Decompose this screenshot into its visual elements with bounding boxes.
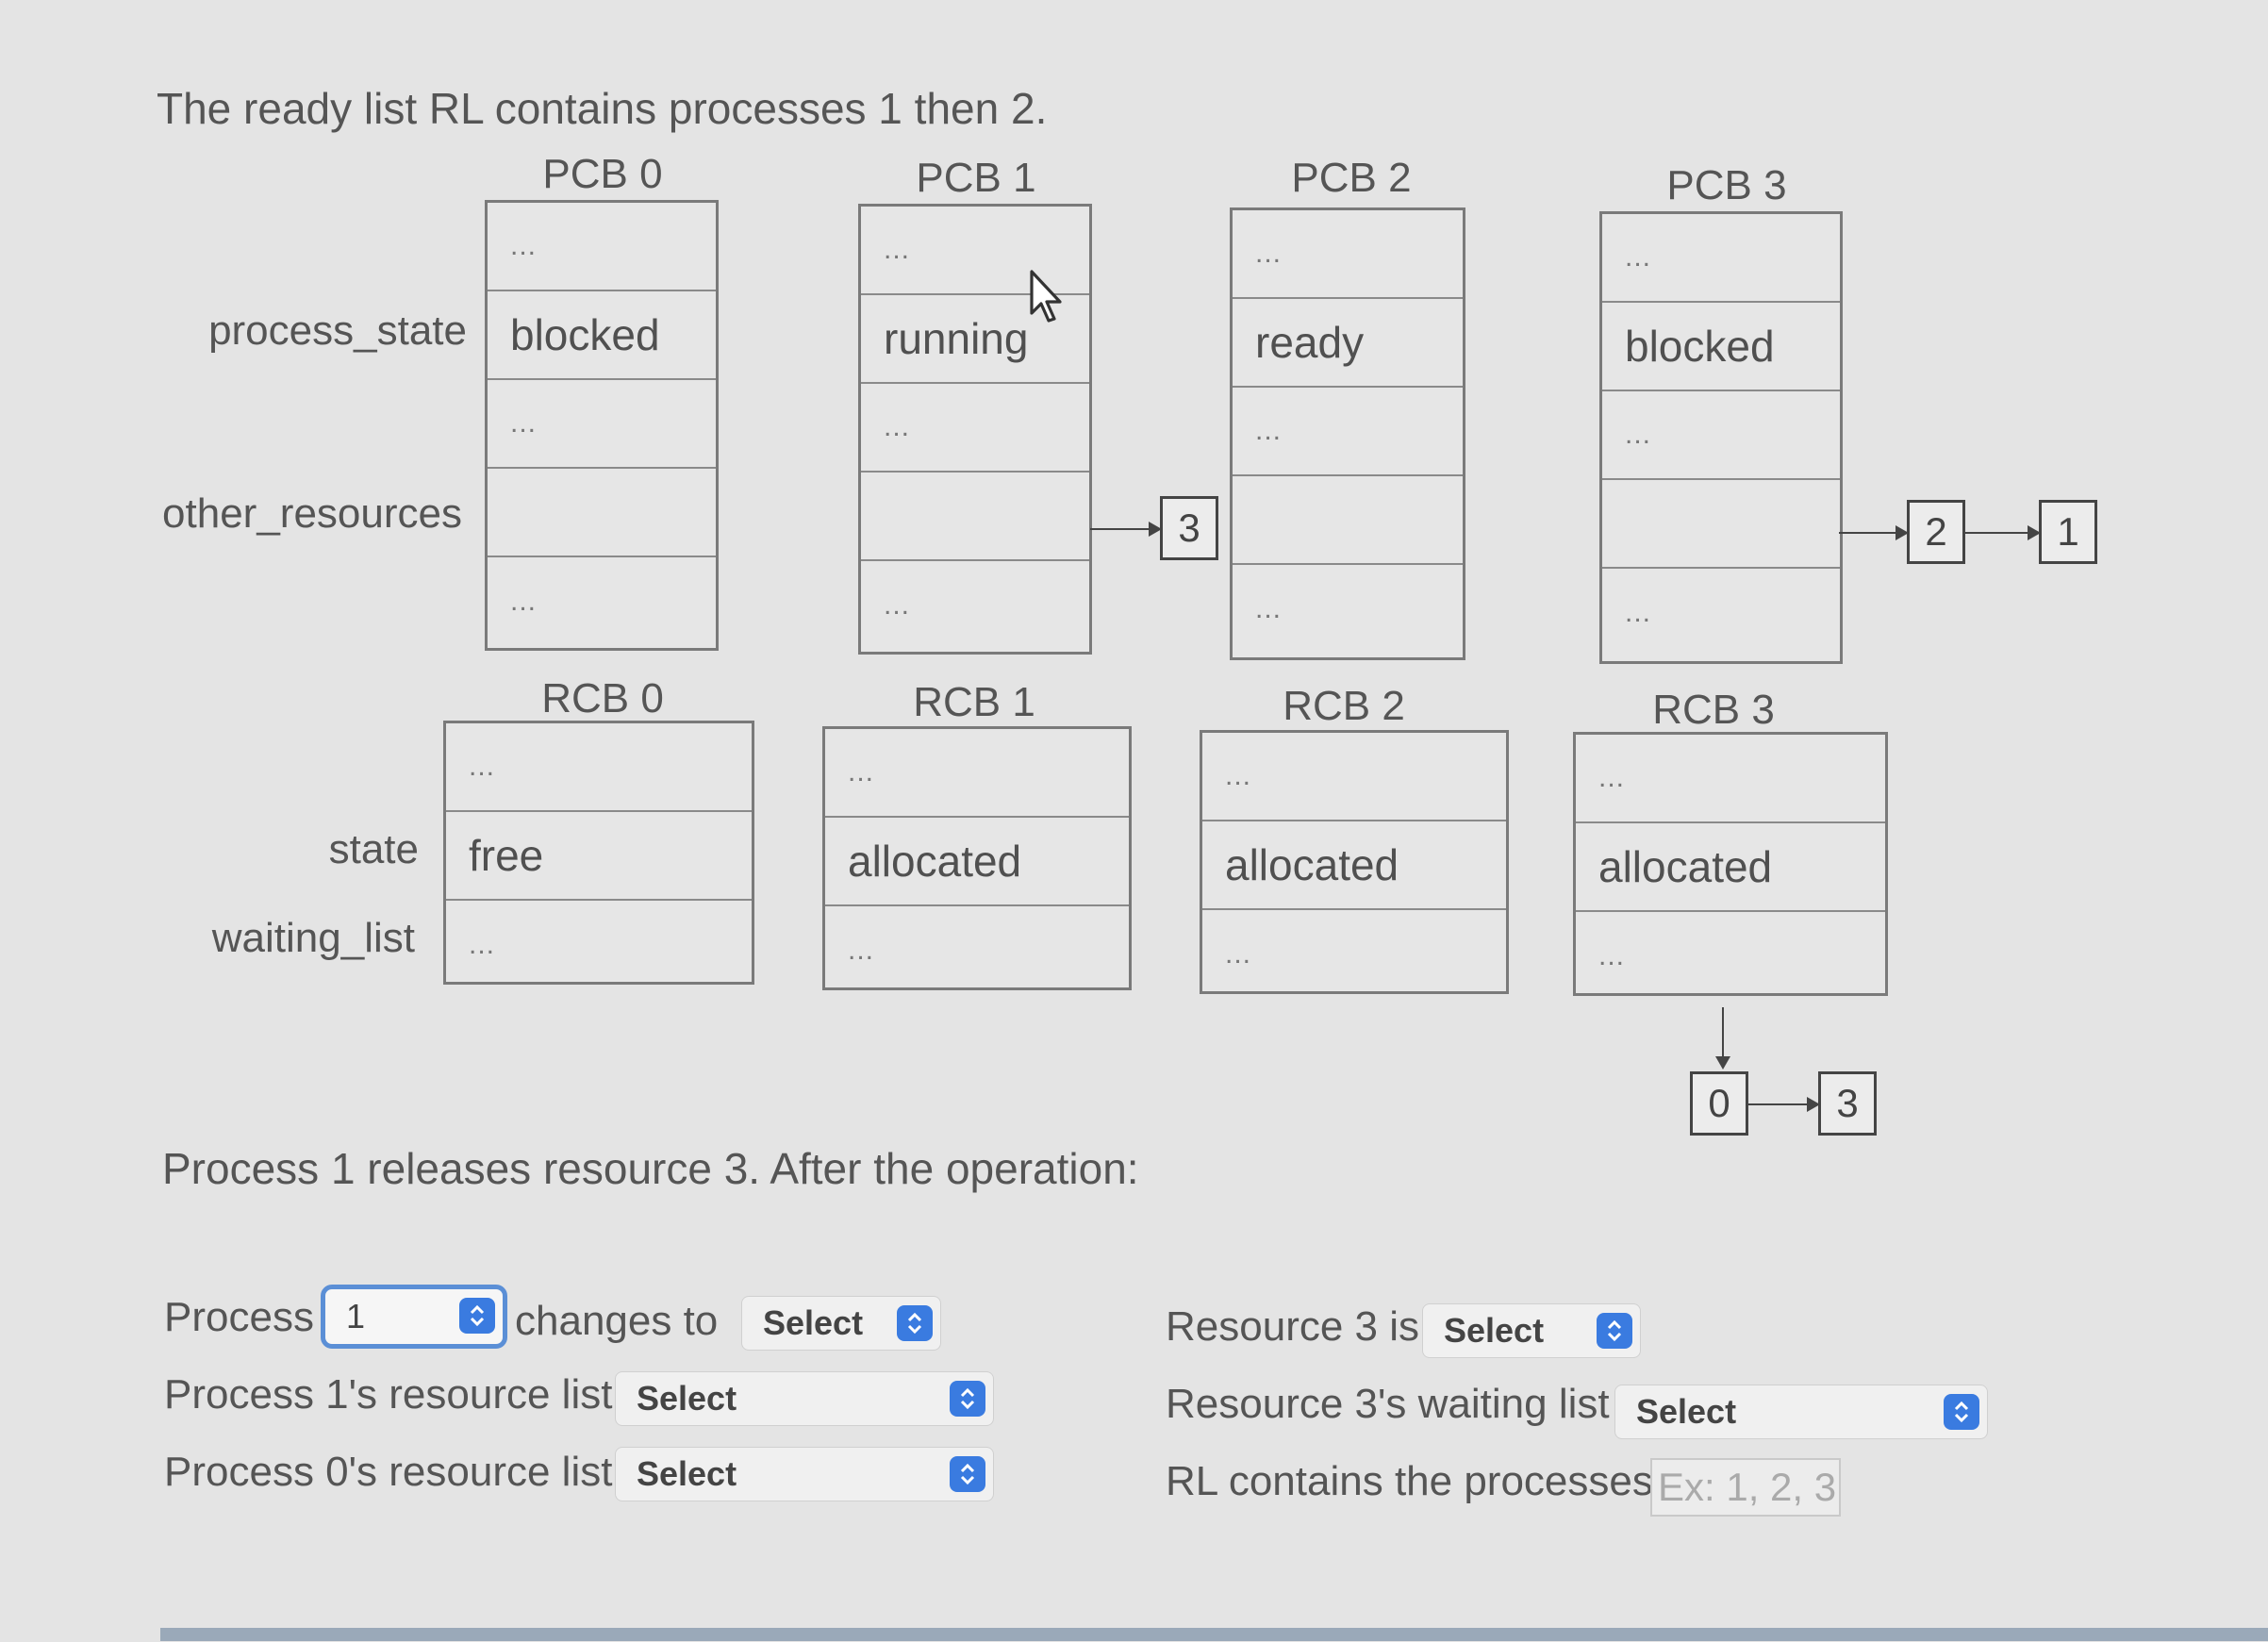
rcb-waiting-list: ... <box>469 929 496 960</box>
pcb-cell: ... <box>1233 210 1463 299</box>
rcb-3-header: RCB 3 <box>1652 687 1775 733</box>
link-arrow <box>1090 522 1162 537</box>
rcb-3: ... allocated ... <box>1573 732 1888 996</box>
pcb-cell: ... <box>488 380 716 469</box>
pcb-1-header: PCB 1 <box>916 155 1036 201</box>
link-arrow <box>1748 1097 1820 1112</box>
up-down-chevron-icon <box>1597 1313 1632 1349</box>
up-down-chevron-icon <box>950 1381 985 1417</box>
pcb-cell: ... <box>488 203 716 291</box>
p0-resource-list-value: Select <box>637 1454 737 1493</box>
rcb-state: allocated <box>1202 821 1506 910</box>
pcb-1: ... running ... ... <box>858 204 1092 655</box>
process-select[interactable]: 1 <box>321 1285 507 1349</box>
p0-resource-list-select[interactable]: Select <box>615 1447 994 1501</box>
pcb-other-resources <box>861 473 1089 561</box>
pcb1-resource-node: 3 <box>1160 496 1218 560</box>
bottom-bar <box>160 1628 2268 1641</box>
operation-text: Process 1 releases resource 3. After the… <box>162 1144 1139 1193</box>
rcb3-waiting-node: 3 <box>1818 1071 1877 1136</box>
rcb-1: ... allocated ... <box>822 726 1132 990</box>
changes-to-select-value: Select <box>763 1303 864 1342</box>
mouse-pointer-icon <box>1028 268 1069 329</box>
pcb-cell: ... <box>1625 597 1652 628</box>
label-waiting-list: waiting_list <box>211 915 415 961</box>
rcb-state: allocated <box>825 818 1129 906</box>
pcb-3-header: PCB 3 <box>1666 162 1787 208</box>
pcb-process-state: ready <box>1233 299 1463 388</box>
p1-resource-list-label: Process 1's resource list <box>164 1371 613 1418</box>
pcb-0: ... blocked ... ... <box>485 200 719 651</box>
pcb3-resource-node: 1 <box>2039 500 2097 564</box>
link-arrow <box>1839 525 1909 540</box>
rl-label: RL contains the processes <box>1166 1458 1653 1504</box>
link-arrow <box>1965 525 2041 540</box>
pcb-other-resources <box>1233 476 1463 565</box>
rcb-state: free <box>446 812 752 901</box>
r3-is-select[interactable]: Select <box>1422 1303 1641 1358</box>
link-arrow-down <box>1715 1007 1730 1070</box>
pcb-cell: ... <box>861 207 1089 295</box>
pcb-cell: ... <box>1255 593 1283 624</box>
p1-resource-list-select[interactable]: Select <box>615 1371 994 1426</box>
r3-waiting-list-select[interactable]: Select <box>1614 1385 1988 1439</box>
p1-resource-list-value: Select <box>637 1379 737 1418</box>
pcb3-resource-node: 2 <box>1907 500 1965 564</box>
rcb-state: allocated <box>1576 823 1885 912</box>
pcb-2: ... ready ... ... <box>1230 207 1465 660</box>
r3-waiting-list-label: Resource 3's waiting list <box>1166 1381 1610 1427</box>
pcb-process-state: blocked <box>488 291 716 380</box>
pcb-cell: ... <box>1602 214 1840 303</box>
rcb-1-header: RCB 1 <box>913 679 1035 725</box>
pcb-process-state: running <box>861 295 1089 384</box>
pcb-process-state: blocked <box>1602 303 1840 391</box>
pcb-cell: ... <box>1233 388 1463 476</box>
rcb-cell: ... <box>446 723 752 812</box>
up-down-chevron-icon <box>950 1456 985 1492</box>
rcb-waiting-list: ... <box>848 935 875 966</box>
label-state: state <box>328 826 419 872</box>
rcb-cell: ... <box>1202 733 1506 821</box>
changes-to-label: changes to <box>515 1298 719 1344</box>
label-other-resources: other_resources <box>162 490 462 537</box>
p0-resource-list-label: Process 0's resource list <box>164 1449 613 1495</box>
rcb-waiting-list: ... <box>1225 938 1252 970</box>
intro-text: The ready list RL contains processes 1 t… <box>157 84 1048 133</box>
rcb-2: ... allocated ... <box>1200 730 1509 994</box>
rcb-2-header: RCB 2 <box>1283 683 1405 729</box>
label-process-state: process_state <box>208 307 467 354</box>
rcb3-waiting-node: 0 <box>1690 1071 1748 1136</box>
changes-to-select[interactable]: Select <box>741 1296 941 1351</box>
pcb-cell: ... <box>861 384 1089 473</box>
pcb-cell: ... <box>884 589 911 621</box>
rl-input[interactable]: Ex: 1, 2, 3 <box>1650 1458 1841 1517</box>
up-down-chevron-icon <box>459 1298 495 1334</box>
process-select-value: 1 <box>346 1297 366 1335</box>
r3-is-value: Select <box>1444 1311 1545 1350</box>
rcb-cell: ... <box>825 729 1129 818</box>
rcb-waiting-list: ... <box>1598 940 1626 971</box>
pcb-0-header: PCB 0 <box>542 151 663 197</box>
rcb-cell: ... <box>1576 735 1885 823</box>
r3-waiting-list-value: Select <box>1636 1392 1737 1431</box>
pcb-cell: ... <box>510 586 538 617</box>
pcb-other-resources <box>488 469 716 557</box>
pcb-3: ... blocked ... ... <box>1599 211 1843 664</box>
process-label: Process <box>164 1294 314 1340</box>
pcb-2-header: PCB 2 <box>1291 155 1412 201</box>
up-down-chevron-icon <box>1944 1394 1979 1430</box>
pcb-other-resources <box>1602 480 1840 569</box>
up-down-chevron-icon <box>897 1305 933 1341</box>
rcb-0-header: RCB 0 <box>541 675 664 721</box>
r3-is-label: Resource 3 is <box>1166 1303 1420 1350</box>
pcb-cell: ... <box>1602 391 1840 480</box>
rcb-0: ... free ... <box>443 721 754 985</box>
